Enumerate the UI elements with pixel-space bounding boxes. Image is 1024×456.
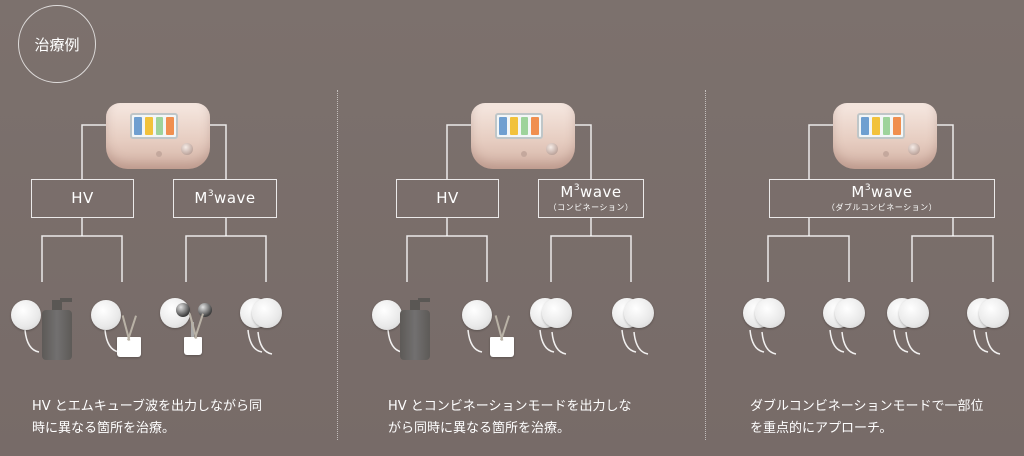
double-combination-sublabel: （ダブルコンビネーション） <box>826 202 938 212</box>
line-device-left <box>808 124 833 179</box>
probe-cup-icon <box>117 337 141 357</box>
probe-cup-icon <box>184 337 202 355</box>
line-device-to-combination <box>575 124 592 179</box>
panel-1-connector-lines <box>24 124 273 355</box>
electrode-pad-icon <box>542 298 572 328</box>
pad-cable <box>905 331 921 355</box>
line-left-branch <box>767 235 850 282</box>
device-screen <box>495 113 543 139</box>
electrode-pad-icon <box>372 300 402 330</box>
caption-panel-3: ダブルコンビネーションモードで一部位 を重点的にアプローチ。 <box>750 396 983 440</box>
panel-hv-combination: HV M3wave （コンビネーション） HV とコンビネーションモードを出力し… <box>350 0 690 456</box>
pad-cable <box>621 329 637 353</box>
caption-line: ダブルコンビネーションモードで一部位 <box>750 399 984 414</box>
line-device-to-hv <box>81 124 106 179</box>
electrode-pad-icon <box>835 298 865 328</box>
pad-cable <box>749 329 765 353</box>
example-badge: 治療例 <box>18 5 96 83</box>
ball-probe-icon <box>198 303 212 317</box>
pad-cable <box>841 331 857 355</box>
device-screen <box>857 113 905 139</box>
therapy-device-icon <box>833 103 937 169</box>
m3wave-double-combination-box: M3wave （ダブルコンビネーション） <box>769 179 995 218</box>
line-hv-branch <box>406 235 488 282</box>
hv-box: HV <box>396 179 499 218</box>
electrode-pad-icon <box>462 300 492 330</box>
line-device-to-hv <box>446 124 471 179</box>
badge-label: 治療例 <box>34 35 80 54</box>
line-right-branch <box>911 235 994 282</box>
panel-double-combination: M3wave （ダブルコンビネーション） ダブルコンビネーションモードで一部位 … <box>712 0 1024 456</box>
caption-line: HV とエムキューブ波を出力しながら同 <box>32 399 263 414</box>
therapy-device-icon <box>471 103 575 169</box>
panel-2-connector-lines <box>387 124 649 355</box>
pad-cable <box>973 329 989 353</box>
pad-cable <box>551 331 567 355</box>
caption-line: 時に異なる箇所を治療。 <box>32 421 176 436</box>
m3wave-label: M3wave <box>194 188 256 207</box>
pad-cable <box>829 329 845 353</box>
line-device-to-m3 <box>210 124 227 179</box>
m3wave-combination-box: M3wave （コンビネーション） <box>538 179 644 218</box>
hv-label: HV <box>436 188 459 207</box>
electrode-pad-icon <box>91 300 121 330</box>
electrode-pad-icon <box>11 300 41 330</box>
ball-probe-icon <box>176 303 190 317</box>
device-dot <box>156 151 162 157</box>
probe-cup-icon <box>490 337 514 357</box>
device-knob <box>908 143 920 155</box>
electrode-pad-icon <box>624 298 654 328</box>
caption-line: HV とコンビネーションモードを出力しな <box>388 399 632 414</box>
device-dot <box>883 151 889 157</box>
device-screen <box>130 113 178 139</box>
pad-cable <box>761 331 777 355</box>
caption-line: を重点的にアプローチ。 <box>750 421 893 436</box>
therapy-device-icon <box>106 103 210 169</box>
electrode-pad-icon <box>979 298 1009 328</box>
caption-panel-2: HV とコンビネーションモードを出力しな がら同時に異なる箇所を治療。 <box>388 396 632 440</box>
m3wave-box: M3wave <box>173 179 277 218</box>
caption-panel-1: HV とエムキューブ波を出力しながら同 時に異なる箇所を治療。 <box>32 396 262 440</box>
pad-cable <box>467 329 483 353</box>
device-dot <box>521 151 527 157</box>
line-device-right <box>937 124 954 179</box>
caption-line: がら同時に異なる箇所を治療。 <box>388 421 571 436</box>
m3wave-label: M3wave <box>851 182 913 201</box>
hv-label: HV <box>71 188 94 207</box>
gel-bottle-icon <box>400 298 430 360</box>
gel-bottle-icon <box>42 298 72 360</box>
electrode-pad-icon <box>252 298 282 328</box>
line-m3-branch <box>185 235 267 282</box>
line-hv-branch <box>41 235 123 282</box>
device-knob <box>546 143 558 155</box>
pad-cable <box>539 329 555 353</box>
divider-2 <box>705 90 706 440</box>
panel-hv-m3wave: HV M3wave HV とエムキューブ波を出力しながら同 時に異なる箇所を治療… <box>0 0 340 456</box>
pad-cable <box>257 331 273 355</box>
device-knob <box>181 143 193 155</box>
pad-cable <box>985 331 1001 355</box>
electrode-pad-icon <box>755 298 785 328</box>
m3wave-label: M3wave <box>560 182 622 201</box>
pad-cable <box>893 329 909 353</box>
panel-3-connector-lines <box>749 124 1001 355</box>
pad-cable <box>247 329 263 353</box>
hv-box: HV <box>31 179 134 218</box>
line-combination-branch <box>550 235 632 282</box>
electrode-pad-icon <box>899 298 929 328</box>
pad-cable <box>24 329 40 353</box>
pad-cable <box>633 331 649 355</box>
divider-1 <box>337 90 338 440</box>
combination-sublabel: （コンビネーション） <box>548 202 634 212</box>
